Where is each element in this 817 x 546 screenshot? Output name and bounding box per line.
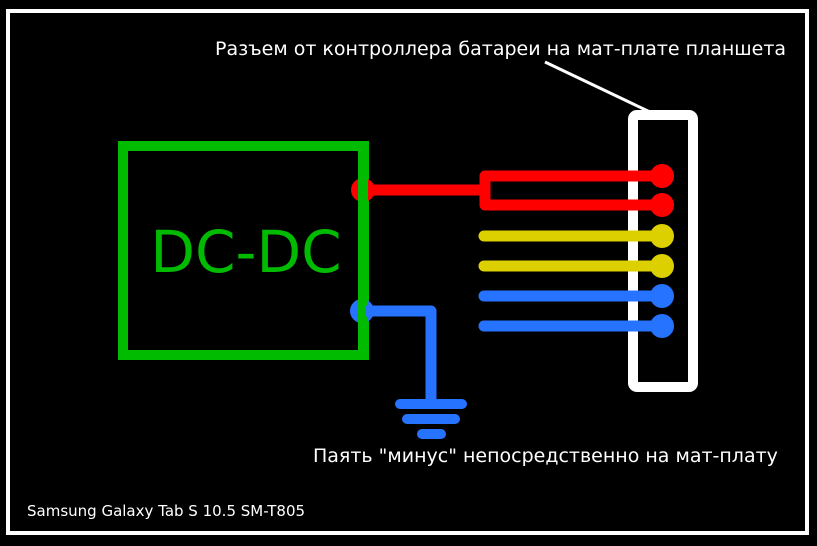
device-label: Samsung Galaxy Tab S 10.5 SM-T805 — [27, 502, 305, 520]
connector-pin-negative-1 — [650, 284, 674, 308]
ground-caption: Паять "минус" непосредственно на мат-пла… — [313, 445, 778, 467]
connector-pin-negative-2 — [650, 314, 674, 338]
outer-frame — [6, 9, 809, 535]
connector-pin-data-1 — [650, 224, 674, 248]
connector-pin-positive-1 — [650, 164, 674, 188]
data-wires — [478, 230, 668, 272]
connector-pin-positive-2 — [650, 193, 674, 217]
battery-connector — [628, 110, 698, 392]
dc-dc-label: DC-DC — [150, 218, 341, 286]
ground-wire — [366, 305, 437, 400]
ground-icon — [395, 399, 467, 439]
positive-wires — [357, 170, 668, 211]
caption-pointer-line — [544, 60, 651, 114]
connector-pin-data-2 — [650, 254, 674, 278]
connector-caption: Разъем от контроллера батареи на мат-пла… — [215, 38, 786, 60]
negative-wires — [478, 290, 668, 332]
